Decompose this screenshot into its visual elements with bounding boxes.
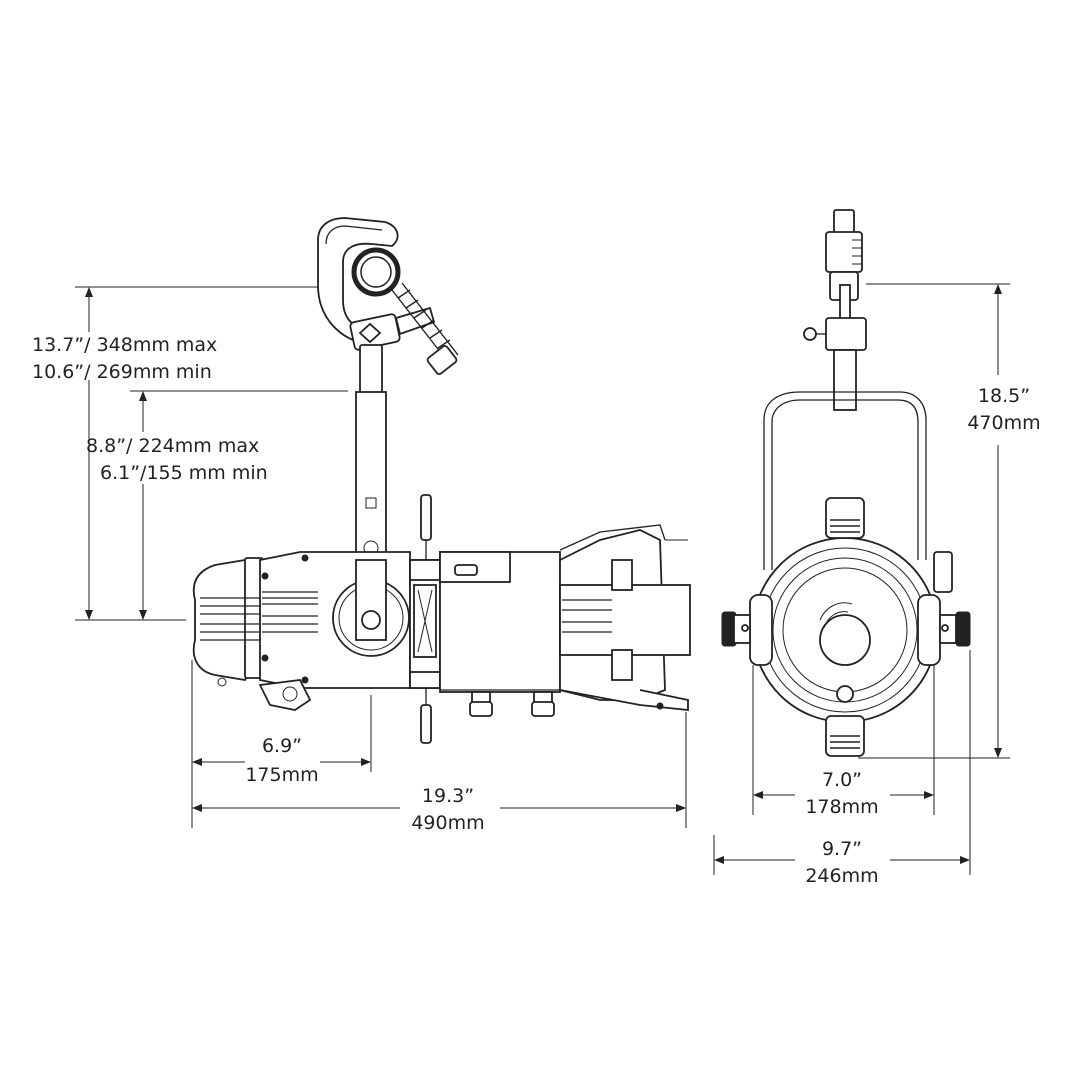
front-clamp-icon bbox=[803, 209, 867, 411]
overall-length-inches-label: 19.3” bbox=[422, 785, 474, 807]
rear-length-inches-label: 6.9” bbox=[262, 735, 302, 757]
overall-width-mm-label: 246mm bbox=[805, 865, 878, 887]
hanging-height-min-label: 10.6”/ 269mm min bbox=[32, 361, 212, 383]
hanging-height-dimension bbox=[75, 286, 318, 621]
front-view: 18.5” 470mm 7.0” 178mm 9.7” 246mm bbox=[713, 209, 1041, 887]
body-width-inches-label: 7.0” bbox=[822, 769, 862, 791]
yoke-height-dimension bbox=[130, 390, 348, 620]
yoke-height-max-label: 8.8”/ 224mm max bbox=[86, 435, 259, 457]
overall-width-dimension bbox=[713, 650, 971, 875]
overall-height-mm-label: 470mm bbox=[967, 412, 1040, 434]
body-width-dimension bbox=[752, 665, 935, 815]
hanging-height-max-label: 13.7”/ 348mm max bbox=[32, 334, 217, 356]
c-clamp-icon bbox=[317, 217, 459, 375]
side-view: 13.7”/ 348mm max 10.6”/ 269mm min 8.8”/ … bbox=[32, 217, 691, 834]
overall-length-mm-label: 490mm bbox=[411, 812, 484, 834]
fixture-body-icon bbox=[192, 494, 691, 744]
body-width-mm-label: 178mm bbox=[805, 796, 878, 818]
yoke-height-min-label: 6.1”/155 mm min bbox=[100, 462, 268, 484]
overall-width-inches-label: 9.7” bbox=[822, 838, 862, 860]
rear-length-dimension bbox=[191, 660, 372, 828]
overall-length-dimension bbox=[192, 712, 687, 828]
rear-length-mm-label: 175mm bbox=[245, 764, 318, 786]
overall-height-inches-label: 18.5” bbox=[978, 385, 1030, 407]
front-housing-icon bbox=[721, 497, 971, 757]
